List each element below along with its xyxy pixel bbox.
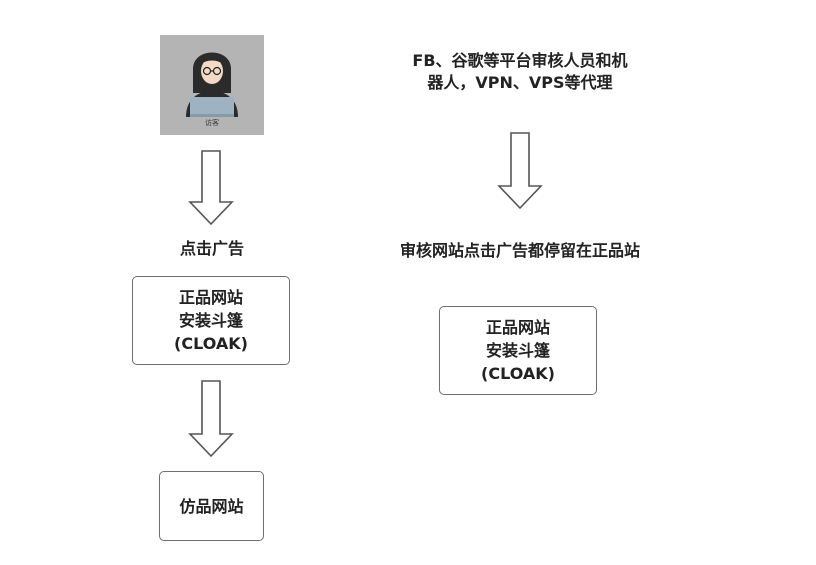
down-arrow-icon [188, 150, 234, 226]
box-line: 安装斗篷 [485, 341, 550, 360]
person-icon [186, 52, 238, 117]
label-line: 器人，VPN、VPS等代理 [427, 73, 613, 92]
reviewers-label: FB、谷歌等平台审核人员和机 器人，VPN、VPS等代理 [360, 50, 680, 94]
down-arrow-icon [497, 132, 543, 210]
box-line: 仿品网站 [179, 496, 244, 516]
box-line: (CLOAK) [481, 364, 555, 383]
avatar-caption: 访客 [205, 119, 219, 127]
box-line: 正品网站 [485, 318, 550, 337]
down-arrow-icon [188, 380, 234, 458]
box-line: 正品网站 [178, 288, 243, 307]
visitor-avatar: 访客 [160, 35, 264, 135]
genuine-site-cloak-box: 正品网站 安装斗篷 (CLOAK) [439, 306, 597, 395]
click-ad-label: 点击广告 [179, 239, 244, 258]
box-line: 安装斗篷 [178, 311, 243, 330]
review-stays-genuine-label: 审核网站点击广告都停留在正品站 [399, 241, 640, 260]
genuine-site-cloak-box: 正品网站 安装斗篷 (CLOAK) [132, 276, 290, 365]
box-line: (CLOAK) [174, 334, 248, 353]
fake-site-box: 仿品网站 [159, 471, 264, 541]
label-line: FB、谷歌等平台审核人员和机 [412, 51, 628, 70]
